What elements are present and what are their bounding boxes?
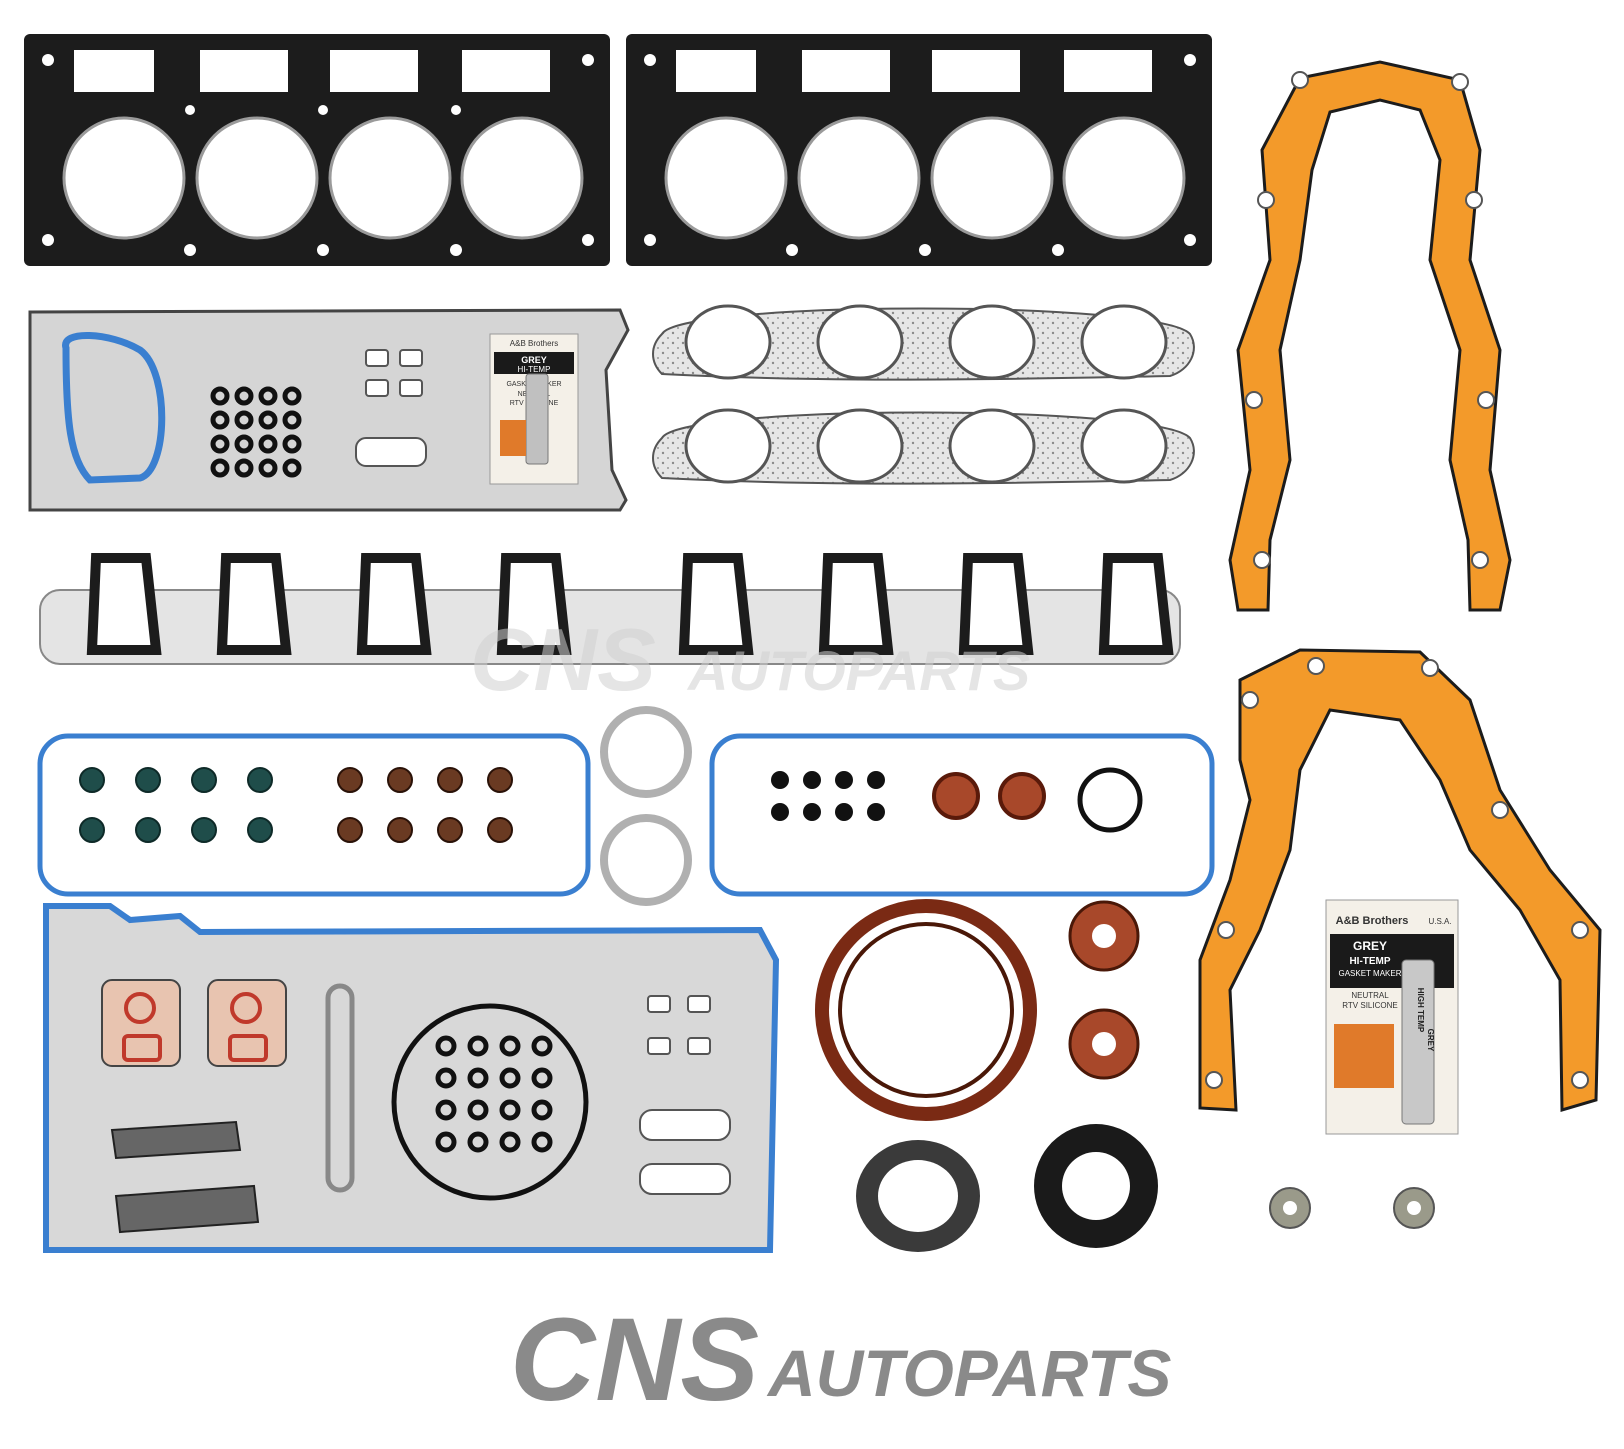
exhaust-manifold-gasket-lower [652,408,1195,485]
sealant-large-line3: GASKET MAKER [1339,969,1402,978]
sealant-large-line4: NEUTRAL [1351,991,1389,1000]
sealing-washers [1269,1187,1435,1229]
valley-gasket-board [28,308,630,512]
exhaust-manifold-gasket-upper [652,304,1195,381]
sealant-small-line2: HI-TEMP [518,365,551,374]
exhaust-flange-rings [600,706,692,906]
cns-autoparts-logo: CNS AUTOPARTS [510,1294,1171,1426]
rtv-sealant-small: A&B Brothers GREY HI-TEMP GASKET MAKER N… [489,333,579,485]
sealant-large-brand: A&B Brothers [1336,915,1409,927]
rtv-sealant-large: A&B Brothers U.S.A. GREY HI-TEMP GASKET … [1325,899,1459,1135]
sealant-small-line1: GREY [521,355,547,365]
sealant-large-origin: U.S.A. [1428,917,1451,926]
sealant-large-line1: GREY [1353,939,1387,953]
rear-cover-gasket [1198,648,1602,1112]
sealant-large-line5: RTV SILICONE [1342,1001,1397,1010]
valve-cover-gasket-right [709,733,1215,897]
sealant-small-brand: A&B Brothers [510,339,558,348]
watermark-mark: CNS [470,610,656,709]
head-gasket-right [626,34,1212,266]
sealant-tube-line2: GREY [1426,1029,1435,1052]
timing-cover-gasket [1228,60,1512,612]
intake-manifold-gasket-row [39,553,1181,665]
valve-cover-gasket-left [37,733,591,897]
logo-mark: CNS [510,1294,759,1426]
watermark-word: AUTOPARTS [686,639,1030,702]
watermark: CNS AUTOPARTS [470,610,1030,709]
spark-plug-tube-seals [1068,900,1140,1080]
sealant-tube-line1: HIGH TEMP [1416,988,1425,1033]
front-crank-seal [1034,1124,1158,1248]
rear-main-seal [815,899,1037,1121]
oil-pan-gasket-board [43,903,780,1253]
sealant-large-line2: HI-TEMP [1349,956,1390,967]
logo-word: AUTOPARTS [766,1336,1171,1410]
exhaust-donut-gasket [856,1140,980,1252]
head-gasket-left [24,34,610,266]
